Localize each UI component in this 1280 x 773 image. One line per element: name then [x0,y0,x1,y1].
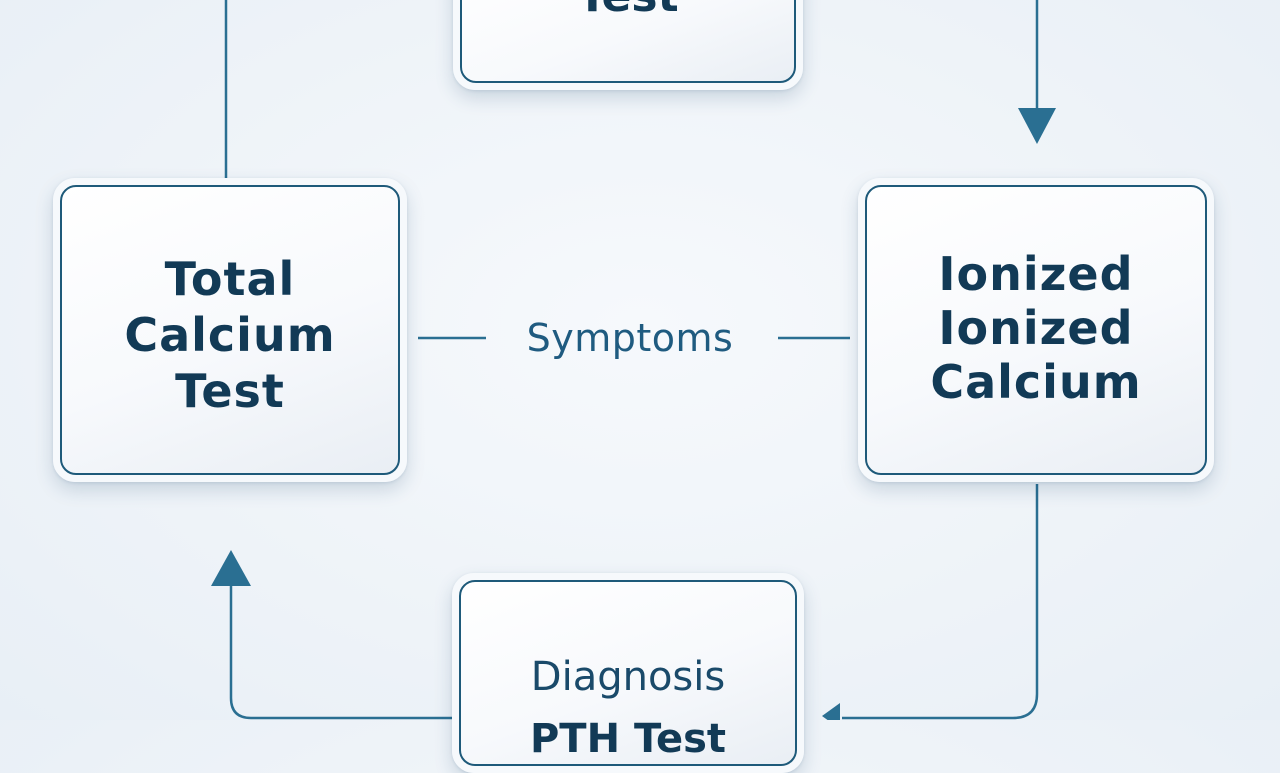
connector-right-bottom [842,484,1039,720]
node-top-line-1: Test [460,0,796,19]
connector-left-bottom [229,584,452,720]
connector-layer [211,0,1056,720]
node-bottom-line-2: PTH Test [529,716,727,762]
node-right-text: Ionized Ionized Calcium [865,247,1207,409]
node-bottom-text: Diagnosis PTH Test [459,646,797,770]
node-bottom-line-1: Diagnosis [530,654,726,700]
node-ionized-calcium: Ionized Ionized Calcium [858,178,1214,482]
node-diagnosis: Diagnosis PTH Test [452,573,804,773]
node-right-line-3: Calcium [930,355,1142,409]
node-top-text: Test [460,0,796,19]
node-top: Test [453,0,803,90]
node-left-line-2: Calcium [124,308,336,362]
node-left-line-3: Test [175,364,285,418]
node-left-line-1: Total [164,252,296,306]
arrow-down-right [1018,108,1056,144]
node-left-text: Total Calcium Test [60,251,400,419]
node-right-line-1: Ionized [938,247,1134,301]
arrow-up-left [211,550,251,586]
edge-label-symptoms: Symptoms [526,316,734,360]
node-total-calcium-test: Total Calcium Test [53,178,407,482]
node-right-line-2: Ionized [938,301,1134,355]
arrow-left-bottom [822,703,840,720]
